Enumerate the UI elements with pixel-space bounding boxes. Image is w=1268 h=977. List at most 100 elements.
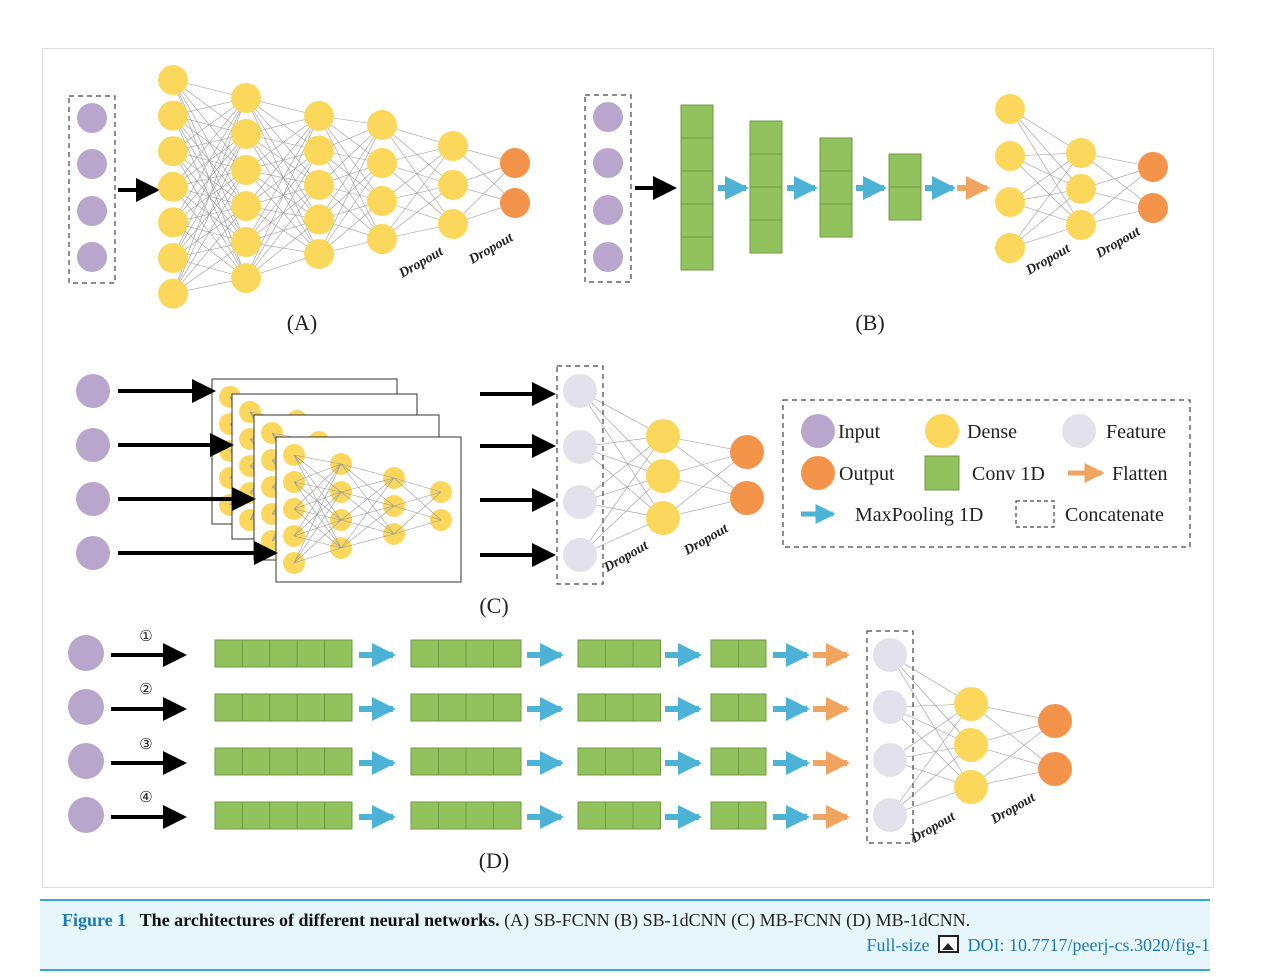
panel-d-conv-cell (324, 693, 353, 722)
panel-d-conv-cell (241, 801, 271, 830)
connection-line (245, 97, 320, 220)
dropout-label-b2: Dropout (1093, 224, 1144, 262)
panel-d-conv-cell (605, 639, 634, 668)
panel-d-conv-cell (465, 801, 494, 830)
connection-line (340, 477, 395, 493)
panel-d-conv-cell (296, 639, 326, 668)
connection-line (889, 654, 972, 788)
connection-line (245, 115, 320, 207)
connection-line (1009, 152, 1082, 249)
panel-a-dense-node (231, 119, 261, 149)
connection-line (970, 703, 1056, 770)
panel-label-d: (D) (479, 848, 510, 873)
panel-d-conv-cell (493, 801, 522, 830)
connection-line (889, 744, 972, 816)
panel-b-conv-cell (680, 170, 714, 205)
branch-number-4: ④ (139, 790, 152, 806)
panel-d-conv-cell (605, 801, 634, 830)
panel-a-dense-node (231, 191, 261, 221)
connection-line (889, 654, 972, 746)
legend-conv-label: Conv 1D (972, 463, 1045, 485)
panel-d-feature-node (873, 743, 907, 777)
connection-line (340, 505, 395, 549)
panel-label-b: (B) (855, 310, 884, 335)
connection-line (293, 481, 342, 521)
connection-line (293, 519, 342, 564)
image-icon[interactable] (938, 935, 960, 953)
panel-c-feature-node (563, 538, 597, 572)
panel-d-conv-cell (577, 747, 606, 776)
panel-d-feature-node (873, 798, 907, 832)
panel-c-feature-node (563, 430, 597, 464)
panel-a-input-node (77, 149, 107, 179)
panel-d-conv-cell (214, 639, 243, 668)
legend: Input Dense Feature Output Conv 1D Flatt… (782, 399, 1191, 548)
connection-line (1009, 188, 1082, 249)
connection-line (889, 703, 972, 816)
doi-link[interactable]: DOI: 10.7717/peerj-cs.3020/fig-1 (967, 935, 1210, 955)
panel-d-feature-node (873, 690, 907, 724)
panel-d-concat (866, 630, 914, 844)
panel-d-conv-cell (410, 801, 439, 830)
panel-d-conv-cell (214, 801, 243, 830)
connection-line (1009, 155, 1082, 226)
panel-d-conv-cell (493, 639, 522, 668)
legend-feature-label: Feature (1106, 421, 1166, 443)
legend-output-label: Output (839, 463, 895, 485)
connection-line (245, 115, 320, 243)
connection-line (889, 706, 972, 788)
panel-a-dense-node (158, 100, 188, 131)
dropout-label-a1: Dropout (396, 244, 447, 282)
legend-maxpool-label: MaxPooling 1D (855, 504, 983, 526)
panel-c-input-node (76, 374, 110, 408)
panel-d-conv-cell (738, 639, 767, 668)
legend-concat-label: Concatenate (1065, 504, 1164, 526)
panel-c-dense-node (646, 459, 680, 493)
connection-line (579, 390, 664, 519)
panel-b-conv-cell (680, 137, 714, 172)
connection-line (172, 97, 247, 152)
panel-d-conv-cell (738, 693, 767, 722)
branch-number-2: ② (139, 682, 152, 698)
panel-b-conv-cell (749, 219, 783, 254)
connection-line (172, 97, 247, 259)
connection-line (245, 184, 320, 243)
panel-b-conv-cell (680, 104, 714, 139)
panel-d-conv-cell (577, 801, 606, 830)
figure-caption: Figure 1 The architectures of different … (40, 899, 1210, 971)
panel-a-dense-node (367, 148, 397, 178)
panel-d-conv-cell (710, 801, 739, 830)
connection-line (1009, 108, 1082, 226)
connection-line (393, 519, 442, 535)
branch-number-3: ③ (139, 737, 152, 753)
legend-concat-swatch (1015, 500, 1055, 528)
caption-text: (A) SB-FCNN (B) SB-1dCNN (C) MB-FCNN (D)… (504, 910, 971, 930)
panel-a-dense-node (304, 135, 334, 166)
connection-line (381, 124, 454, 225)
panel-d-conv-cell (577, 639, 606, 668)
panel-a-dense-node (304, 101, 334, 131)
panel-a-dense-node (438, 209, 468, 239)
panel-a-dense-node (438, 170, 468, 200)
connection-line (293, 463, 342, 510)
caption-links: Full-size DOI: 10.7717/peerj-cs.3020/fig… (867, 935, 1210, 956)
connection-line (381, 145, 454, 240)
connection-line (318, 124, 383, 255)
connection-line (245, 133, 320, 220)
connection-line (293, 463, 342, 537)
panel-d-conv-cell (324, 639, 353, 668)
panel-a-dense-node (367, 186, 397, 216)
panel-a-input-node (77, 242, 107, 272)
panel-a-dense-node (367, 224, 397, 254)
connection-line (970, 720, 1056, 788)
panel-d-conv-cell (577, 693, 606, 722)
connection-line (393, 491, 442, 507)
panel-d-conv-cell (241, 639, 271, 668)
panel-d-conv-cell (324, 747, 353, 776)
full-size-link[interactable]: Full-size (866, 935, 930, 955)
panel-d-conv-cell (438, 801, 467, 830)
panel-a-dense-node (231, 83, 261, 113)
connection-line (318, 124, 383, 220)
dropout-label-a2: Dropout (466, 230, 517, 268)
panel-c-output-node (730, 481, 764, 515)
